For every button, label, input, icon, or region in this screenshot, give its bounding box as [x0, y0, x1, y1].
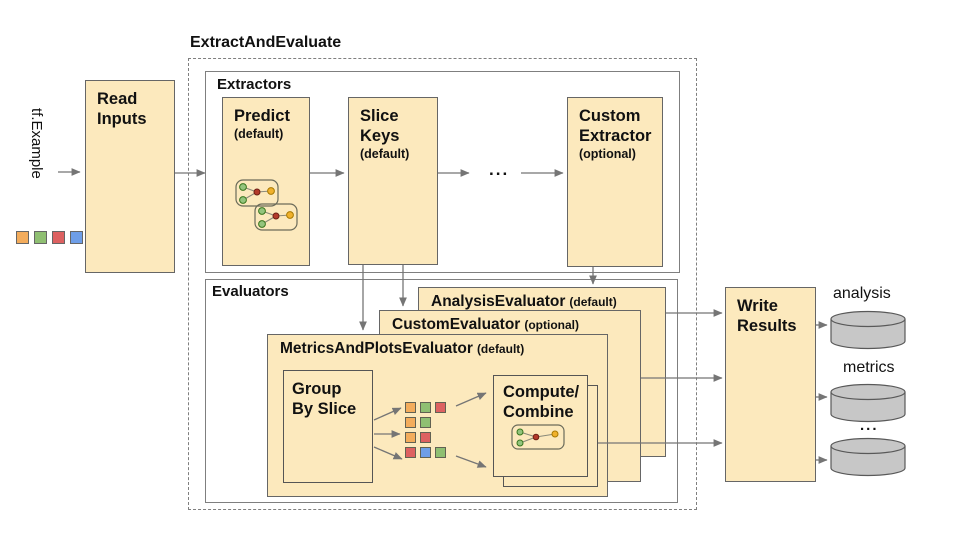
green-square — [420, 402, 431, 413]
group-by-slice-box: Group By Slice — [283, 370, 373, 483]
tf-example-squares — [16, 231, 83, 248]
red-square — [52, 231, 65, 244]
group-by-slice-label-line1: Group — [292, 380, 342, 398]
write-results-box: Write Results — [725, 287, 816, 482]
metrics-and-plots-evaluator-label: MetricsAndPlotsEvaluator — [280, 340, 473, 357]
blue-square — [420, 447, 431, 458]
read-inputs-box: Read Inputs — [85, 80, 175, 273]
green-square — [420, 417, 431, 428]
green-square — [34, 231, 47, 244]
analysis-evaluator-qualifier: (default) — [569, 295, 617, 309]
metrics-output-label: metrics — [843, 359, 895, 376]
extractors-title: Extractors — [217, 76, 292, 93]
more-outputs-label: ... — [860, 417, 879, 434]
predict-qualifier: (default) — [234, 127, 284, 142]
orange-square — [405, 417, 416, 428]
predict-extractor-box: Predict (default) — [222, 97, 310, 266]
orange-square — [405, 402, 416, 413]
group-by-slice-label-line2: By Slice — [292, 400, 357, 419]
evaluators-title: Evaluators — [212, 283, 289, 300]
slice-keys-label-line2: Keys — [360, 127, 400, 146]
extract-and-evaluate-container — [188, 58, 697, 510]
model-graph-icon — [235, 179, 298, 231]
combine-graph-icon — [511, 424, 565, 450]
compute-combine-box: Compute/ Combine — [493, 375, 588, 477]
extractors-ellipsis: ... — [489, 160, 510, 179]
tf-example-label: tf.Example — [28, 108, 45, 179]
custom-extractor-label-line1: Custom — [579, 107, 641, 125]
compute-combine-label-line2: Combine — [503, 403, 574, 422]
sliced-data-squares — [405, 402, 446, 462]
red-square — [405, 447, 416, 458]
slice-keys-qualifier: (default) — [360, 147, 410, 162]
metrics-and-plots-evaluator-qualifier: (default) — [476, 342, 525, 356]
green-square — [435, 447, 446, 458]
analysis-datastore-cylinder — [830, 310, 906, 350]
predict-label: Predict — [234, 107, 290, 125]
custom-extractor-label-line2: Extractor — [579, 127, 652, 146]
blue-square — [70, 231, 83, 244]
orange-square — [16, 231, 29, 244]
pipeline-title: ExtractAndEvaluate — [190, 34, 342, 51]
metrics-datastore-cylinder — [830, 383, 906, 423]
read-inputs-label-line2: Inputs — [97, 110, 147, 129]
custom-evaluator-qualifier: (optional) — [524, 318, 579, 332]
write-results-label-line1: Write — [737, 297, 778, 315]
analysis-evaluator-label: AnalysisEvaluator — [431, 293, 566, 310]
analysis-output-label: analysis — [833, 285, 891, 302]
read-inputs-label-line1: Read — [97, 90, 138, 108]
more-datastore-cylinder — [830, 437, 906, 477]
slice-keys-label-line1: Slice — [360, 107, 399, 125]
slice-keys-extractor-box: Slice Keys (default) — [348, 97, 438, 265]
orange-square — [405, 432, 416, 443]
custom-extractor-box: Custom Extractor (optional) — [567, 97, 663, 267]
red-square — [420, 432, 431, 443]
red-square — [435, 402, 446, 413]
custom-extractor-qualifier: (optional) — [579, 147, 636, 162]
write-results-label-line2: Results — [737, 317, 797, 336]
custom-evaluator-label: CustomEvaluator — [392, 316, 521, 333]
compute-combine-label-line1: Compute/ — [503, 383, 580, 401]
